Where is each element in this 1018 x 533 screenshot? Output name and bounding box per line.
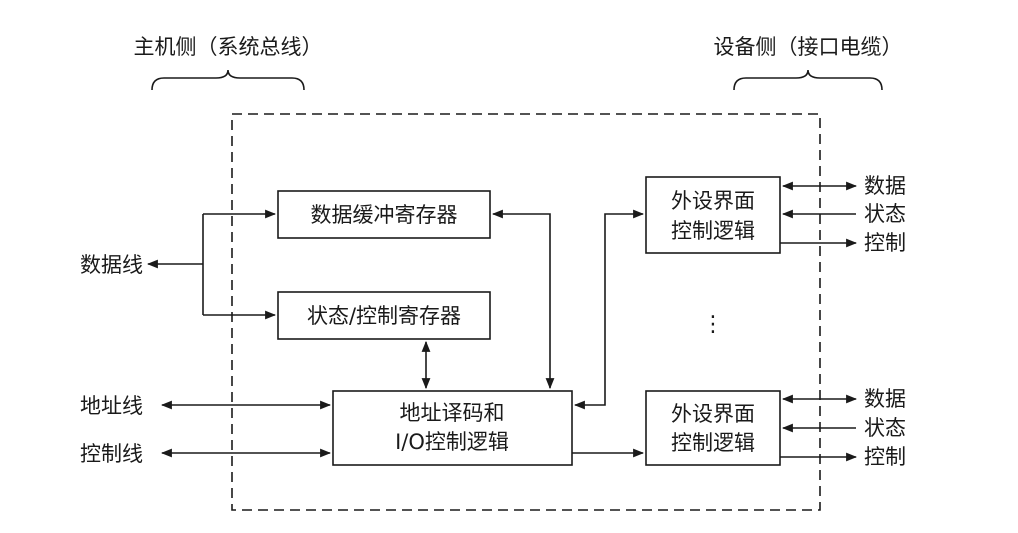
host-side-header: 主机侧（系统总线） — [134, 35, 323, 59]
decode-to-peripheral-top-link — [573, 209, 645, 410]
interface-boundary — [231, 113, 821, 511]
peripheral-bottom-label-line1: 外设界面 — [671, 402, 755, 426]
peripheral-top-label-line2: 控制逻辑 — [671, 219, 755, 243]
more-peripherals-ellipsis: ⋮ — [702, 312, 724, 337]
device-side-brace — [733, 69, 883, 91]
data-line-label: 数据线 — [80, 253, 143, 277]
address-decode-label-line1: 地址译码和 — [400, 401, 505, 425]
status-control-register-box — [277, 291, 491, 340]
top-status-signal-label: 状态 — [864, 202, 906, 226]
address-decode-label-line2: I/O控制逻辑 — [395, 430, 509, 454]
bottom-control-signal-label: 控制 — [864, 445, 906, 469]
top-data-signal-label: 数据 — [864, 174, 906, 198]
data-buffer-register-label: 数据缓冲寄存器 — [311, 203, 458, 227]
control-line-label: 控制线 — [80, 442, 143, 466]
status-control-register-label: 状态/控制寄存器 — [307, 304, 461, 328]
peripheral-control-logic-top-box — [645, 176, 781, 254]
peripheral-bottom-label-line2: 控制逻辑 — [671, 431, 755, 455]
bottom-status-signal-label: 状态 — [864, 416, 906, 440]
peripheral-control-logic-bottom-box — [645, 390, 781, 466]
bottom-data-signal-label: 数据 — [864, 387, 906, 411]
peripheral-top-label-line1: 外设界面 — [671, 189, 755, 213]
address-decode-io-control-box — [332, 390, 573, 466]
address-line-label: 地址线 — [80, 394, 143, 418]
host-side-brace — [151, 69, 305, 91]
data-buffer-register-box — [277, 190, 491, 239]
device-side-header: 设备侧（接口电缆） — [714, 35, 903, 59]
top-control-signal-label: 控制 — [864, 231, 906, 255]
buffer-to-decode-link — [491, 209, 555, 390]
